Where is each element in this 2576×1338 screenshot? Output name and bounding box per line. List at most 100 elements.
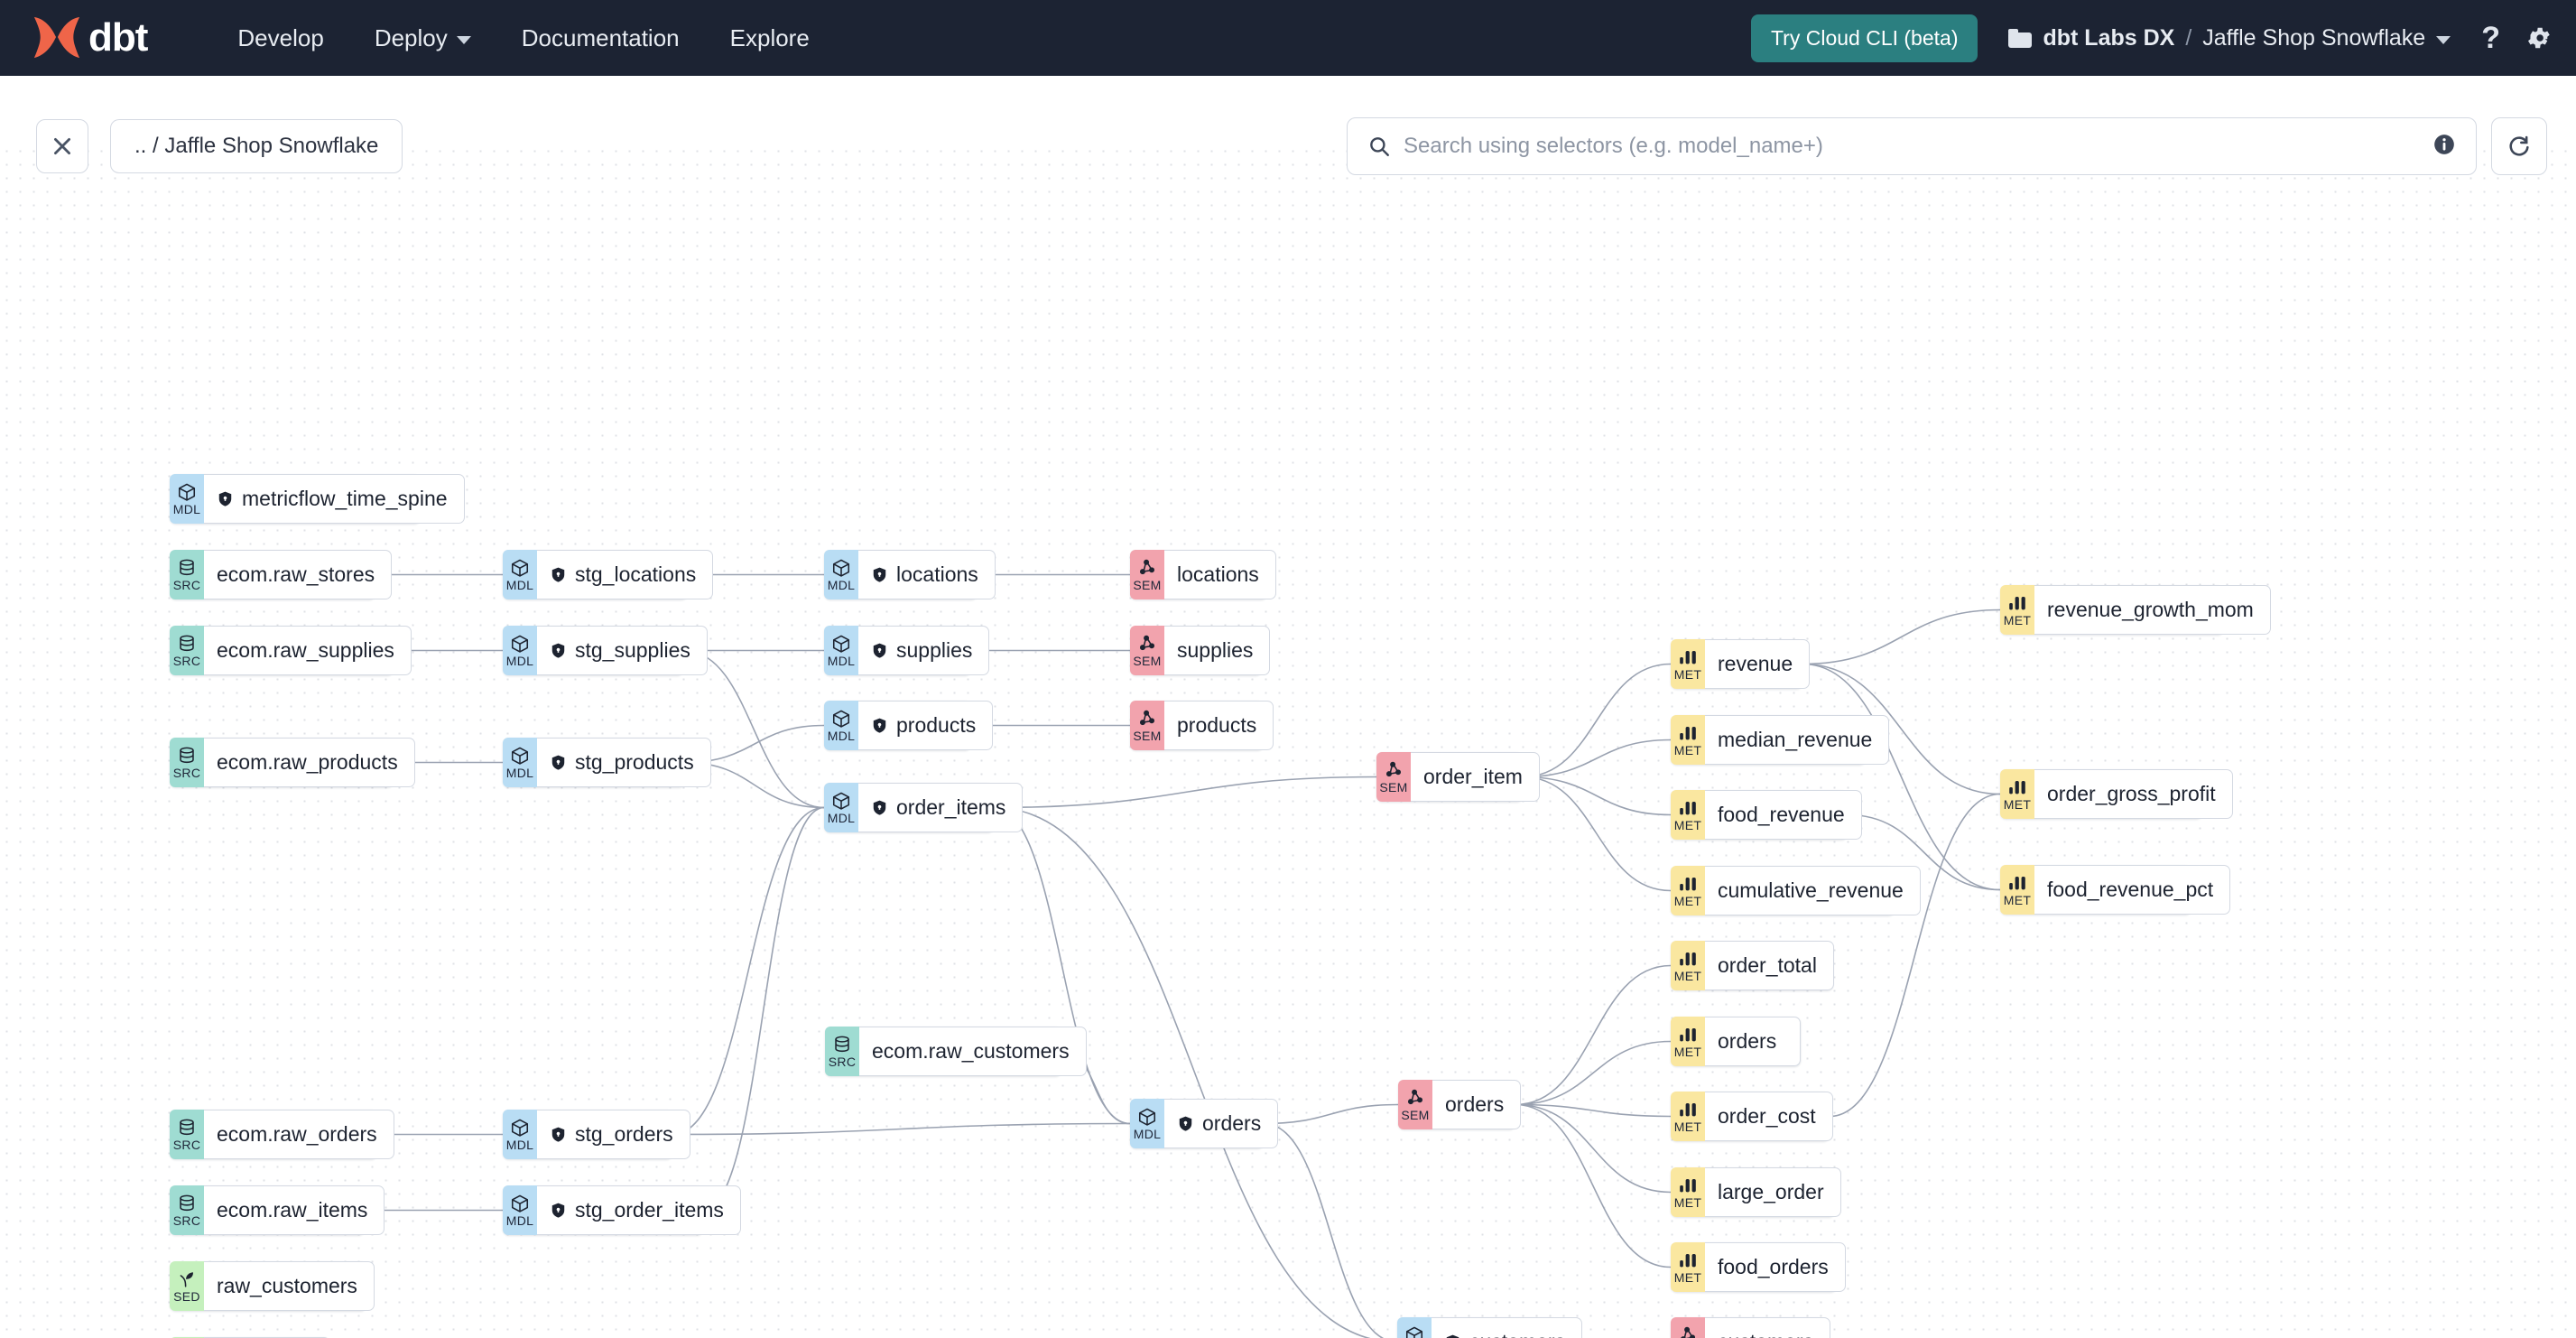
graph-breadcrumb-label: .. / Jaffle Shop Snowflake	[134, 134, 379, 158]
node-body: customers	[1432, 1317, 1583, 1338]
lineage-edge	[1829, 793, 2001, 1118]
node-body: ecom.raw_stores	[204, 550, 393, 599]
bar-chart-icon	[1678, 647, 1698, 667]
lineage-edge	[1515, 1103, 1672, 1194]
graph-node-mdl_locations[interactable]: MDL locations	[824, 550, 996, 599]
info-icon[interactable]	[2432, 133, 2456, 161]
node-type-badge-met: MET	[1671, 639, 1705, 689]
account-name: dbt Labs DX	[2043, 24, 2175, 51]
node-body: stg_supplies	[537, 626, 708, 675]
graph-node-mdl_order_items[interactable]: MDL order_items	[824, 783, 1024, 832]
main-menu: Develop Deploy Documentation Explore	[212, 15, 834, 61]
protected-shield-icon	[873, 800, 886, 815]
nav-explore[interactable]: Explore	[705, 15, 835, 61]
graph-node-mdl_products[interactable]: MDL products	[824, 701, 994, 750]
lineage-edge	[1802, 609, 2001, 665]
bar-chart-icon	[1678, 949, 1698, 969]
node-body: orders	[1164, 1099, 1279, 1148]
search-bar[interactable]	[1347, 117, 2477, 175]
graph-breadcrumb-button[interactable]: .. / Jaffle Shop Snowflake	[110, 119, 403, 173]
node-type-badge-sed: SED	[170, 1261, 204, 1311]
node-label: stg_products	[575, 750, 694, 774]
node-body: metricflow_time_spine	[204, 474, 465, 524]
node-type-badge-sem: SEM	[1398, 1080, 1432, 1129]
lineage-edge	[1847, 813, 2001, 891]
node-type-label: SRC	[172, 1213, 201, 1228]
node-type-label: MET	[1673, 1195, 1702, 1210]
graph-node-mdl_orders[interactable]: MDL orders	[1130, 1099, 1279, 1148]
lineage-edge	[1522, 739, 1672, 778]
graph-node-sem_customers[interactable]: SEMcustomers	[1671, 1317, 1831, 1338]
node-type-label: MDL	[505, 578, 534, 592]
graph-node-metricflow_time_spine[interactable]: MDL metricflow_time_spine	[170, 474, 465, 524]
nav-develop[interactable]: Develop	[212, 15, 348, 61]
search-input[interactable]	[1404, 134, 2432, 159]
graph-node-stg_products[interactable]: MDL stg_products	[503, 738, 711, 787]
dbt-logo[interactable]: dbt	[29, 14, 148, 62]
gear-icon[interactable]	[2525, 24, 2553, 51]
database-icon	[177, 746, 197, 766]
node-type-label: MDL	[505, 1138, 534, 1152]
node-type-badge-met: MET	[1671, 1242, 1705, 1292]
node-type-label: MDL	[827, 729, 856, 743]
graph-node-stg_orders[interactable]: MDL stg_orders	[503, 1110, 690, 1159]
graph-node-met_revenue[interactable]: MET revenue	[1671, 639, 1811, 689]
semantic-graph-icon	[1678, 1325, 1698, 1338]
lineage-edge	[672, 1122, 1131, 1136]
nav-documentation[interactable]: Documentation	[496, 15, 705, 61]
graph-node-ecom_raw_stores[interactable]: SRC ecom.raw_stores	[170, 550, 393, 599]
node-body: orders	[1432, 1080, 1522, 1129]
node-body: order_gross_profit	[2034, 769, 2233, 819]
graph-node-mdl_customers[interactable]: MDL customers	[1397, 1317, 1583, 1338]
graph-node-mdl_supplies[interactable]: MDL supplies	[824, 626, 990, 675]
node-label: food_revenue	[1718, 803, 1845, 826]
node-label: revenue	[1718, 652, 1793, 675]
question-mark-icon[interactable]: ?	[2481, 21, 2500, 55]
node-label: ecom.raw_stores	[217, 562, 375, 586]
database-icon	[177, 634, 197, 654]
node-label: ecom.raw_items	[217, 1198, 368, 1222]
nav-deploy[interactable]: Deploy	[349, 15, 496, 61]
node-type-badge-src: SRC	[170, 550, 204, 599]
bar-chart-icon	[1678, 723, 1698, 743]
lineage-graph-canvas[interactable]: MDL metricflow_time_spine SRC ecom.raw_st…	[0, 144, 2576, 1338]
graph-node-stg_supplies[interactable]: MDL stg_supplies	[503, 626, 708, 675]
project-breadcrumb[interactable]: dbt Labs DX / Jaffle Shop Snowflake	[2008, 25, 2451, 51]
close-button[interactable]	[36, 119, 88, 173]
node-type-badge-met: MET	[1671, 941, 1705, 990]
protected-shield-icon	[218, 491, 232, 506]
node-type-label: SRC	[172, 578, 201, 592]
graph-node-stg_locations[interactable]: MDL stg_locations	[503, 550, 714, 599]
graph-node-stg_order_items[interactable]: MDL stg_order_items	[503, 1185, 741, 1235]
node-type-label: MET	[2003, 893, 2032, 907]
refresh-button[interactable]	[2491, 117, 2547, 175]
bar-chart-icon	[2007, 593, 2027, 613]
chevron-down-icon	[2436, 35, 2451, 44]
graph-node-ecom_raw_items[interactable]: SRC ecom.raw_items	[170, 1185, 385, 1235]
bar-chart-icon	[1678, 874, 1698, 894]
try-cloud-cli-button[interactable]: Try Cloud CLI (beta)	[1750, 14, 1978, 62]
node-type-label: MET	[1673, 1120, 1702, 1134]
node-body: food_revenue_pct	[2034, 865, 2231, 915]
